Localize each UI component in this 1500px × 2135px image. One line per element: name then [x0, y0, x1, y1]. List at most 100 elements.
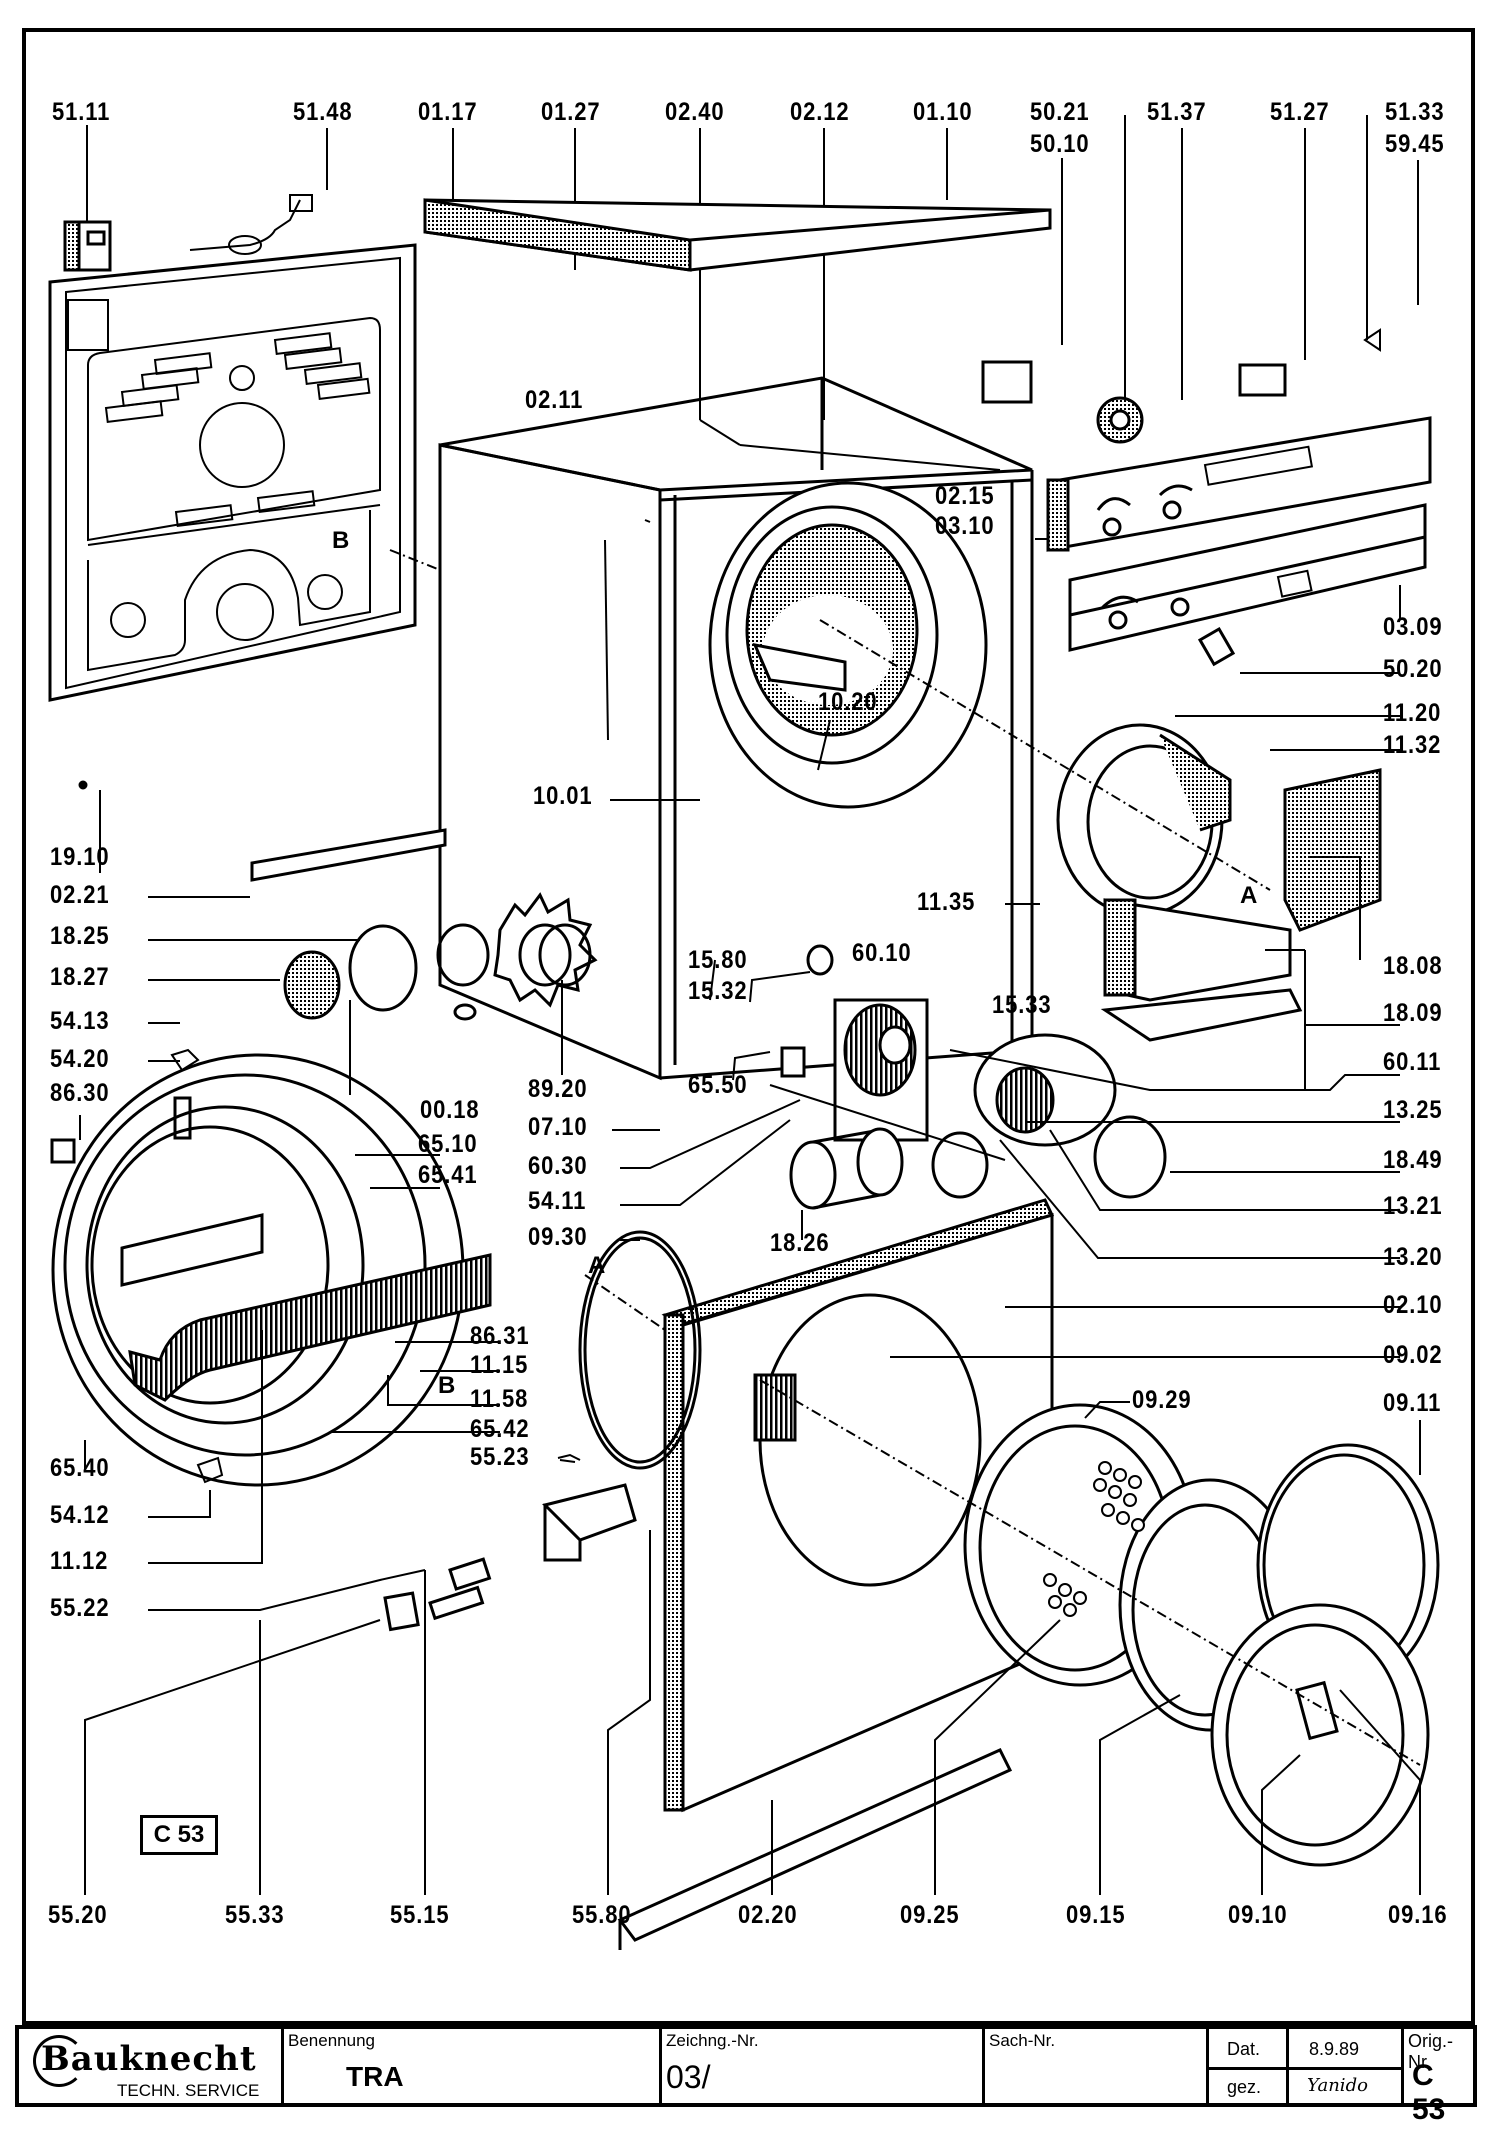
leader-lines: [79, 519, 1421, 1895]
part-label: 51.27: [1270, 98, 1330, 126]
part-label: 65.50: [688, 1071, 748, 1099]
part-label: 11.32: [1383, 731, 1442, 759]
field-zeichnung-nr: Zeichng.-Nr. 03/: [662, 2029, 985, 2103]
part-label: 51.11: [52, 98, 111, 126]
part-label: 89.20: [528, 1075, 588, 1103]
part-label: 09.29: [1132, 1386, 1192, 1414]
field-caption: Sach-Nr.: [989, 2031, 1056, 2050]
part-label: 59.45: [1385, 130, 1445, 158]
part-label: 11.15: [470, 1351, 529, 1379]
field-sach-nr: Sach-Nr.: [985, 2029, 1209, 2103]
field-value: C 53: [1412, 2059, 1446, 2126]
top-cover-panel: [423, 198, 1052, 272]
reference-letter: B: [438, 1372, 456, 1399]
part-label: 65.42: [470, 1415, 530, 1443]
part-label: 11.58: [470, 1385, 529, 1413]
cabinet-side-panel: [436, 376, 1034, 1081]
part-label: 01.17: [418, 98, 478, 126]
front-ring-assembly: [50, 1048, 492, 1487]
part-label: 09.15: [1066, 1901, 1126, 1929]
part-label: 55.23: [470, 1443, 530, 1471]
brand-logo-ring: [33, 2035, 85, 2087]
part-label: 02.12: [790, 98, 850, 126]
field-caption: Zeichng.-Nr.: [666, 2031, 759, 2050]
motor-assembly: [769, 944, 1167, 1210]
filter-parts: [283, 924, 477, 1021]
part-label: 60.10: [852, 939, 912, 967]
reference-letter: B: [332, 527, 350, 554]
part-label: 55.20: [48, 1901, 108, 1929]
brand-logo: Bauknecht TECHN. SERVICE: [19, 2029, 284, 2103]
part-label: 51.37: [1147, 98, 1207, 126]
field-value: TRA: [346, 2061, 404, 2092]
field-caption: Dat.: [1227, 2039, 1261, 2059]
part-label: 19.10: [50, 843, 110, 871]
part-label: 18.26: [770, 1229, 830, 1257]
part-label: 55.15: [390, 1901, 450, 1929]
part-label: 51.48: [293, 98, 353, 126]
part-label: 60.30: [528, 1152, 588, 1180]
signature-value: Yanido: [1307, 2075, 1368, 2096]
field-caption: Benennung: [288, 2031, 375, 2050]
part-label: 11.35: [917, 888, 976, 916]
part-label: 03.09: [1383, 613, 1443, 641]
reference-letter: A: [1240, 882, 1258, 909]
brand-subtitle: TECHN. SERVICE: [117, 2081, 260, 2100]
part-label: 18.25: [50, 922, 110, 950]
part-label: 50.10: [1030, 130, 1090, 158]
part-label: 13.20: [1383, 1243, 1443, 1271]
part-label: 15.33: [992, 991, 1052, 1019]
part-label: 15.32: [688, 977, 748, 1005]
part-label: 11.20: [1383, 699, 1442, 727]
field-caption: gez.: [1227, 2077, 1262, 2097]
base-strip: [250, 828, 447, 882]
divider: [1209, 2067, 1286, 2070]
front-panel: [578, 1198, 1055, 1950]
brand-name: Bauknecht: [41, 2039, 257, 2079]
part-label: 18.49: [1383, 1146, 1443, 1174]
date-value: 8.9.89: [1309, 2039, 1360, 2059]
reference-letter: A: [588, 1252, 606, 1279]
part-label: 02.40: [665, 98, 725, 126]
part-label: 10.01: [533, 782, 593, 810]
part-label: 50.21: [1030, 98, 1090, 126]
part-label: 60.11: [1383, 1048, 1442, 1076]
divider: [1289, 2067, 1401, 2070]
part-label: 09.25: [900, 1901, 960, 1929]
part-label: 02.10: [1383, 1291, 1443, 1319]
part-label: 50.20: [1383, 655, 1443, 683]
part-label: 13.25: [1383, 1096, 1443, 1124]
field-dat-gez-captions: Dat. gez.: [1209, 2029, 1289, 2103]
part-label: 02.20: [738, 1901, 798, 1929]
part-label: 10.20: [818, 688, 878, 716]
part-label: 09.30: [528, 1223, 588, 1251]
part-label: 01.10: [913, 98, 973, 126]
fan-housing: [1056, 723, 1382, 1042]
field-orig-nr: Orig.-Nr. C 53: [1404, 2029, 1473, 2126]
part-label: 18.09: [1383, 999, 1443, 1027]
part-label: 18.27: [50, 963, 110, 991]
part-label: 55.33: [225, 1901, 285, 1929]
part-label: 55.22: [50, 1594, 110, 1622]
part-label: 55.80: [572, 1901, 632, 1929]
field-dat-gez-values: 8.9.89 Yanido: [1289, 2029, 1404, 2103]
part-label: 54.20: [50, 1045, 110, 1073]
control-panel: [981, 328, 1432, 667]
field-value: 03/: [666, 2059, 711, 2095]
title-block: Bauknecht TECHN. SERVICE Benennung TRA Z…: [15, 2025, 1477, 2126]
part-label: 09.10: [1228, 1901, 1288, 1929]
part-label: 86.30: [50, 1079, 110, 1107]
part-label: 65.10: [418, 1130, 478, 1158]
part-label: 54.12: [50, 1501, 110, 1529]
part-label: 02.15: [935, 482, 995, 510]
field-benennung: Benennung TRA: [284, 2029, 662, 2103]
part-label: 11.12: [50, 1547, 109, 1575]
part-label: 15.80: [688, 946, 748, 974]
leader-lines-top: [86, 115, 1419, 446]
part-label: 51.33: [1385, 98, 1445, 126]
part-label: 54.13: [50, 1007, 110, 1035]
part-label: 01.27: [541, 98, 601, 126]
field-caption: Orig.-Nr.: [1408, 2031, 1453, 2072]
part-label: 02.21: [50, 881, 110, 909]
